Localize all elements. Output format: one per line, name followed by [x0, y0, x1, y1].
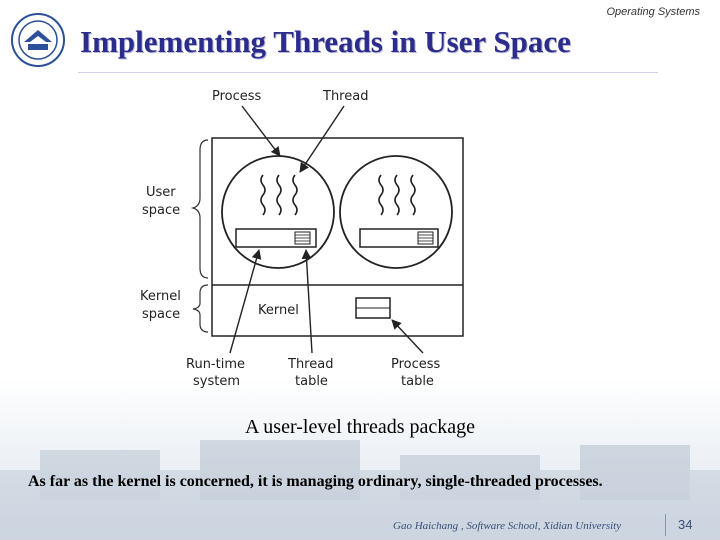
label-user-space-line1: User — [146, 185, 176, 200]
label-kernel-space-line2: space — [142, 307, 180, 322]
footer-credit: Gao Haichang , Software School, Xidian U… — [393, 520, 622, 532]
footer-divider — [665, 514, 666, 536]
thread-squiggle — [410, 174, 416, 216]
label-runtime-line1: Run-time — [186, 357, 245, 372]
thread-squiggle — [292, 174, 298, 216]
thread-squiggle — [394, 174, 400, 216]
title-underline — [78, 72, 658, 73]
user-threads-diagram: Process Thread User space Kernel space K… — [140, 89, 464, 389]
arrow-runtime — [229, 249, 262, 354]
kernel-space-brace — [192, 284, 209, 333]
label-process-table-line1: Process — [391, 357, 441, 372]
background-gradient — [0, 380, 720, 540]
label-thread-table-line1: Thread — [287, 357, 333, 372]
diagram-caption: A user-level threads package — [244, 416, 476, 438]
process-circle-1 — [221, 155, 335, 269]
body-paragraph: As far as the kernel is concerned, it is… — [28, 473, 603, 490]
label-kernel: Kernel — [258, 303, 299, 318]
thread-squiggle — [260, 174, 266, 216]
course-name: Operating Systems — [606, 6, 700, 18]
label-runtime-line2: system — [193, 374, 240, 389]
label-thread-table-line2: table — [295, 374, 328, 389]
arrow-thread — [299, 105, 345, 173]
process-circle-2 — [339, 155, 453, 269]
arrow-process-table — [391, 319, 424, 354]
label-thread: Thread — [322, 89, 368, 104]
page-number: 34 — [678, 517, 693, 532]
slide-title: Implementing Threads in User Space — [80, 24, 571, 59]
thread-squiggle — [378, 174, 384, 216]
label-process: Process — [212, 89, 262, 104]
label-process-table-line2: table — [401, 374, 434, 389]
user-space-brace — [190, 139, 209, 279]
university-logo-icon — [11, 13, 65, 67]
arrow-process — [241, 105, 281, 157]
label-user-space-line2: space — [142, 203, 180, 218]
arrow-thread-table — [301, 249, 313, 354]
campus-background-image — [0, 440, 720, 540]
label-kernel-space-line1: Kernel — [140, 289, 181, 304]
thread-squiggle — [276, 174, 282, 216]
